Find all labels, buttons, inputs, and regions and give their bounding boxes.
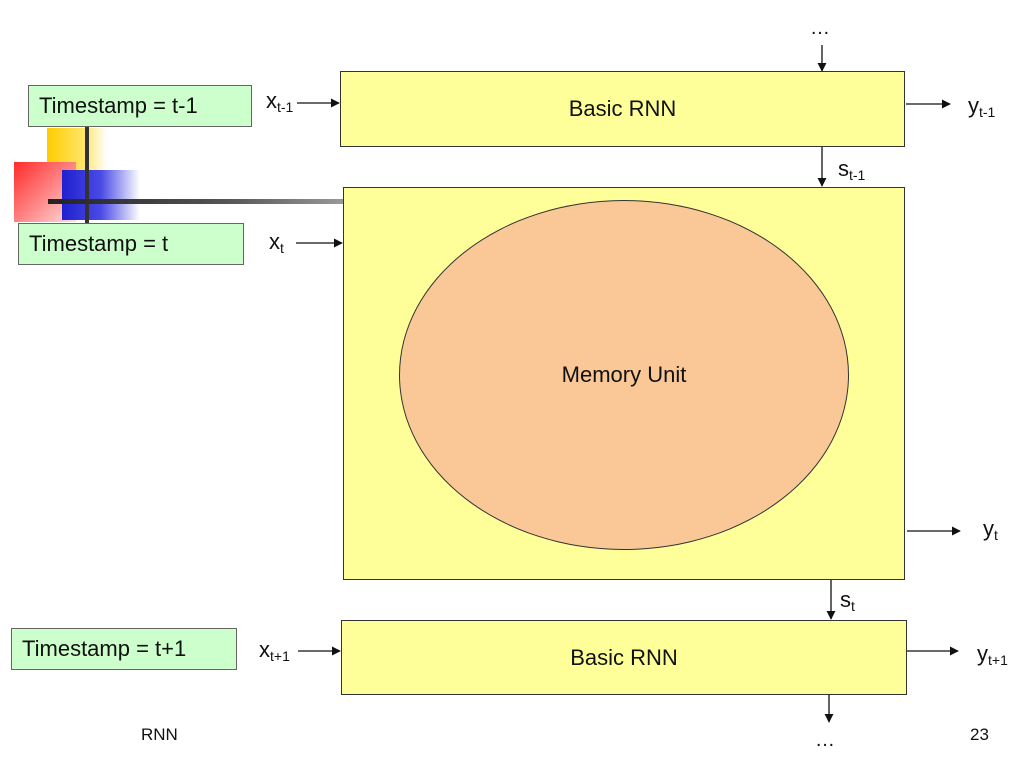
timestamp-prev-label: Timestamp = t-1 <box>28 85 252 127</box>
slide-page-number: 23 <box>970 725 989 744</box>
ellipsis-bottom: … <box>815 729 835 751</box>
decorative-blue-square <box>62 170 140 220</box>
decorative-vertical-line <box>85 125 89 223</box>
timestamp-next-label: Timestamp = t+1 <box>11 628 237 670</box>
basic-rnn-box-top: Basic RNN <box>340 71 905 147</box>
basic-rnn-box-bottom: Basic RNN <box>341 620 907 695</box>
y-curr-label: yt <box>983 516 998 543</box>
x-curr-label: xt <box>269 229 284 256</box>
timestamp-current-label: Timestamp = t <box>18 223 244 265</box>
x-prev-label: xt-1 <box>266 88 294 115</box>
y-prev-label: yt-1 <box>968 93 996 120</box>
y-next-label: yt+1 <box>977 641 1008 668</box>
s-prev-label: st-1 <box>838 156 866 183</box>
memory-unit-ellipse: Memory Unit <box>399 200 849 550</box>
decorative-horizontal-line <box>48 199 344 204</box>
footer-title: RNN <box>141 725 178 744</box>
basic-rnn-label-top: Basic RNN <box>568 96 677 121</box>
memory-unit-label: Memory Unit <box>561 362 687 387</box>
basic-rnn-label-bottom: Basic RNN <box>570 644 678 670</box>
s-curr-label: st <box>840 587 855 614</box>
x-next-label: xt+1 <box>259 637 290 664</box>
ellipsis-top: … <box>810 17 830 39</box>
